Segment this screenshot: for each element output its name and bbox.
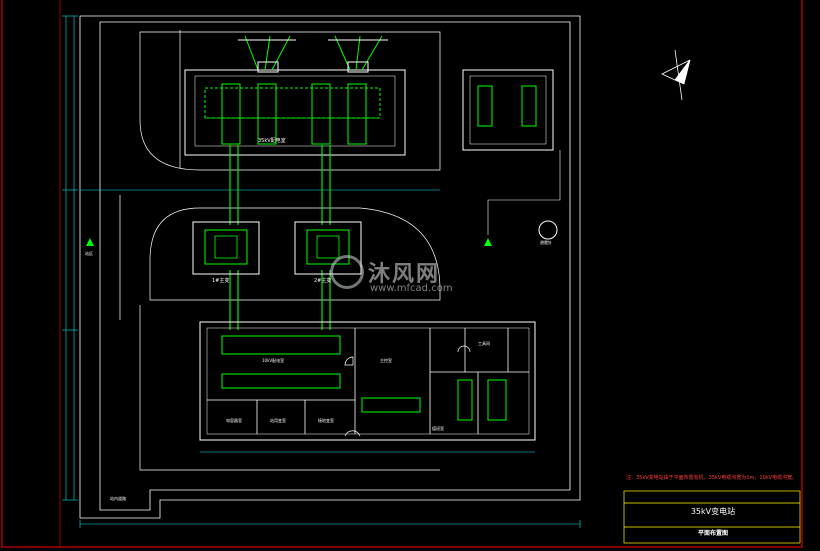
store-label: 工具间 (478, 340, 490, 346)
cable-trenches (229, 145, 331, 330)
office-label: 主控室 (380, 357, 392, 363)
inner-frame (59, 0, 803, 548)
watermark: 沐风网 www.mfcad.com (330, 255, 453, 294)
transformer-2-label: 2#主变 (314, 277, 331, 284)
site-boundary (79, 15, 581, 519)
duty-label: 值班室 (432, 425, 444, 431)
elevation-marker-left-icon (86, 238, 94, 246)
elevation-marker-right-icon (484, 238, 492, 246)
room-a-label: 电容器室 (226, 417, 242, 423)
title-block (623, 490, 801, 544)
dimension-lines (62, 15, 581, 528)
auxiliary-building (462, 69, 554, 151)
main-room-label: 35kV配电室 (258, 137, 286, 144)
room-b-label: 站用变室 (270, 417, 286, 423)
lightning-rod-icon (538, 220, 558, 240)
watermark-brand-en: www.mfcad.com (370, 283, 453, 294)
sheet-name: 平面布置图 (697, 530, 728, 537)
incoming-lines (238, 35, 388, 73)
grounding-line (487, 150, 561, 235)
internal-roads (119, 30, 441, 471)
transformer-1 (192, 221, 260, 275)
lightning-rod-label: 避雷针 (540, 239, 552, 245)
control-room-label: 10kV配电室 (262, 357, 284, 363)
door-icons (344, 345, 471, 437)
main-building (184, 69, 406, 156)
drawing-note: 注：35kV变电站由于平面布置有机，35kV电缆沟宽为1m，10kV电缆沟宽。 (626, 475, 798, 481)
mfcad-logo-icon (330, 255, 364, 289)
control-building (199, 321, 536, 441)
left-marker-label: 站区 (85, 250, 93, 256)
room-c-label: 接地变室 (318, 417, 334, 423)
project-name: 35kV变电站 (690, 507, 736, 516)
transformer-1-label: 1#主变 (212, 277, 229, 284)
north-arrow-icon (661, 49, 691, 101)
bottom-road-label: 站内道路 (110, 495, 126, 501)
transformer-2 (294, 221, 362, 275)
watermark-brand-cn: 沐风网 (368, 262, 441, 287)
